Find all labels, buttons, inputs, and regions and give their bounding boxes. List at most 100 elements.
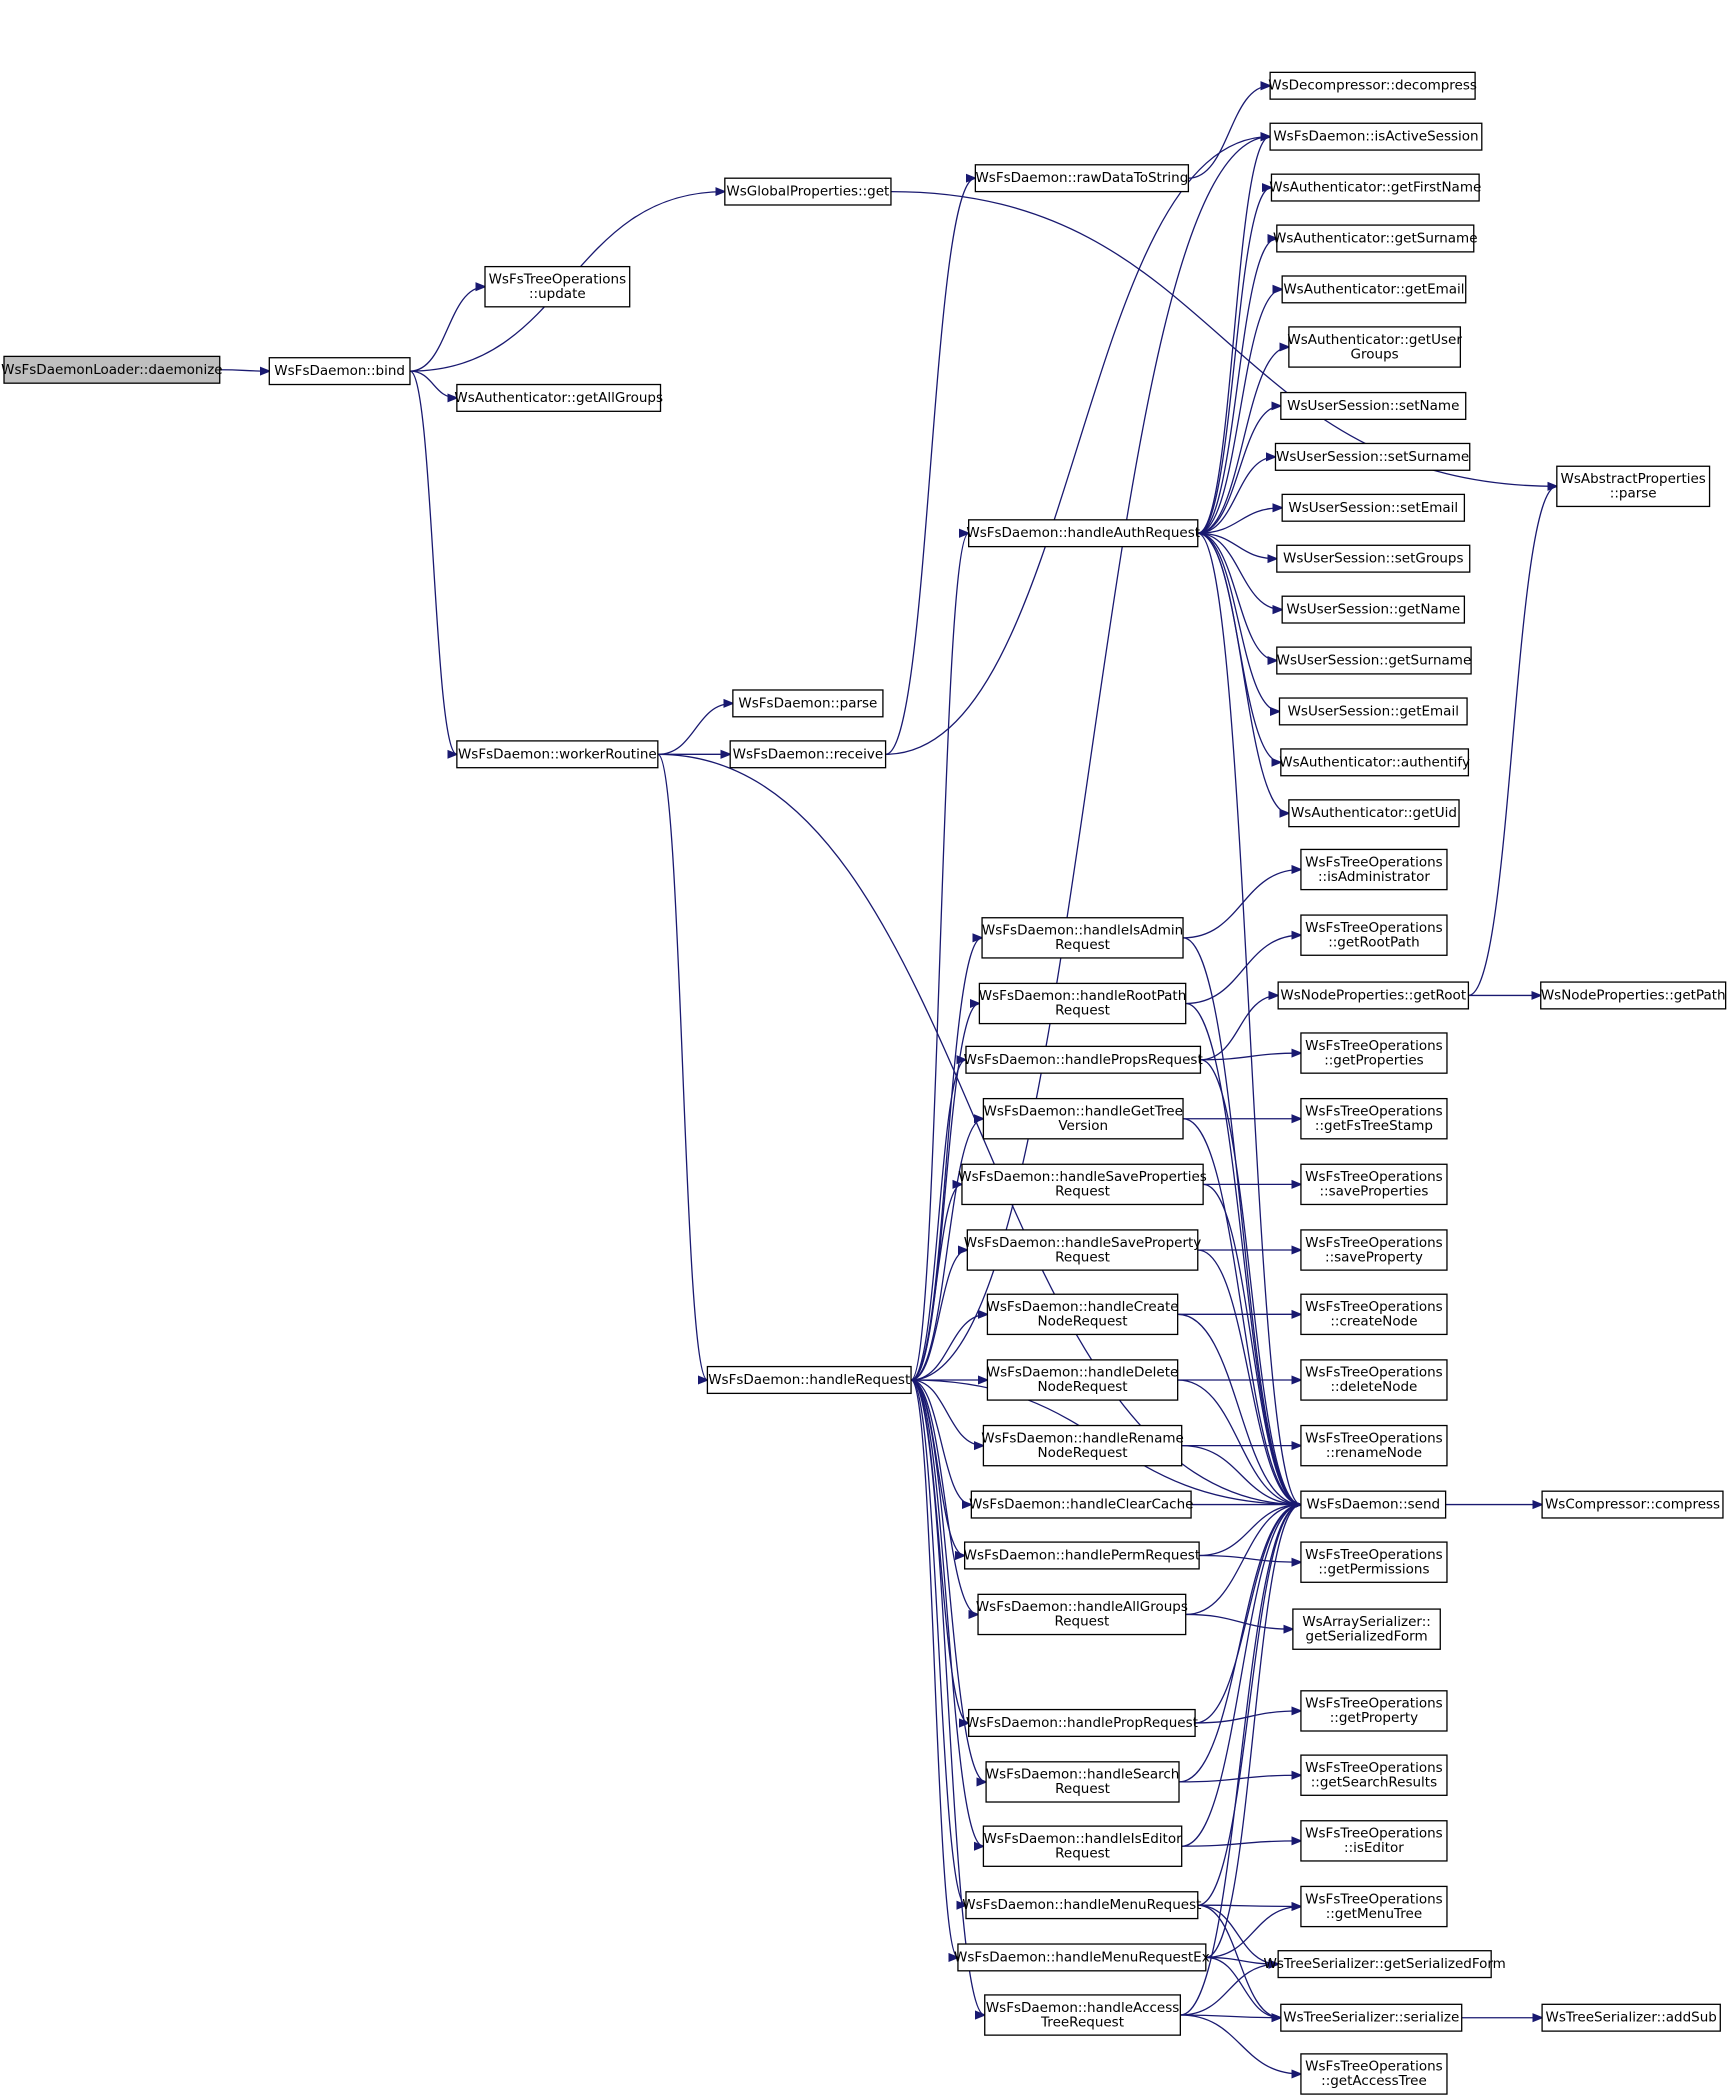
node-box[interactable] <box>1300 1163 1448 1206</box>
node-box[interactable] <box>1300 848 1448 891</box>
node-box[interactable] <box>1292 1608 1441 1650</box>
node-getAccessTree[interactable]: WsFsTreeOperations::getAccessTree <box>1300 2053 1448 2095</box>
node-box[interactable] <box>970 1490 1192 1519</box>
node-box[interactable] <box>706 1365 912 1395</box>
node-d_parse[interactable]: WsFsDaemon::parse <box>732 689 884 718</box>
node-box[interactable] <box>1288 799 1460 828</box>
node-box[interactable] <box>1300 1032 1448 1074</box>
node-isAdministrator[interactable]: WsFsTreeOperations::isAdministrator <box>1300 848 1448 891</box>
node-box[interactable] <box>1277 1950 1492 1979</box>
node-box[interactable] <box>1288 326 1462 368</box>
node-a_getEmail[interactable]: WsAuthenticator::getEmail <box>1281 275 1467 304</box>
node-box[interactable] <box>985 1761 1180 1803</box>
node-createNode[interactable]: WsFsTreeOperations::createNode <box>1300 1293 1448 1336</box>
node-handleMenuRequestEx[interactable]: WsFsDaemon::handleMenuRequestEx <box>954 1943 1210 1972</box>
node-box[interactable] <box>1270 173 1480 202</box>
node-box[interactable] <box>1269 71 1476 100</box>
node-us_getName[interactable]: WsUserSession::getName <box>1281 595 1466 624</box>
node-getUid[interactable]: WsAuthenticator::getUid <box>1288 799 1460 828</box>
node-box[interactable] <box>1541 2003 1721 2032</box>
node-getPermissions[interactable]: WsFsTreeOperations::getPermissions <box>1300 1541 1448 1583</box>
node-box[interactable] <box>1300 1293 1448 1336</box>
node-saveProperty[interactable]: WsFsTreeOperations::saveProperty <box>1300 1229 1448 1271</box>
node-daemonize[interactable]: WsFsDaemonLoader::daemonize <box>1 355 223 384</box>
node-addSub[interactable]: WsTreeSerializer::addSub <box>1541 2003 1721 2032</box>
node-box[interactable] <box>1300 1359 1448 1401</box>
node-tree_update[interactable]: WsFsTreeOperations::update <box>484 265 631 308</box>
node-box[interactable] <box>957 1943 1207 1972</box>
node-d_receive[interactable]: WsFsDaemon::receive <box>729 740 887 769</box>
node-box[interactable] <box>981 917 1184 959</box>
node-box[interactable] <box>968 1708 1196 1738</box>
node-gp_get[interactable]: WsGlobalProperties::get <box>724 177 892 206</box>
node-box[interactable] <box>724 177 892 206</box>
node-box[interactable] <box>1541 1490 1724 1519</box>
node-box[interactable] <box>968 519 1199 548</box>
node-box[interactable] <box>965 1045 1202 1074</box>
node-decompress[interactable]: WsDecompressor::decompress <box>1268 71 1477 100</box>
node-np_getRoot[interactable]: WsNodeProperties::getRoot <box>1277 981 1470 1010</box>
node-setSurname[interactable]: WsUserSession::setSurname <box>1274 442 1471 471</box>
node-abs_parse[interactable]: WsAbstractProperties::parse <box>1556 465 1711 508</box>
node-box[interactable] <box>982 1097 1184 1140</box>
node-box[interactable] <box>1277 981 1470 1010</box>
node-box[interactable] <box>1281 493 1466 522</box>
node-box[interactable] <box>1274 442 1471 471</box>
node-saveProperties[interactable]: WsFsTreeOperations::saveProperties <box>1300 1163 1448 1206</box>
node-box[interactable] <box>1300 1097 1448 1140</box>
node-getFirstName[interactable]: WsAuthenticator::getFirstName <box>1269 173 1481 202</box>
node-authentify[interactable]: WsAuthenticator::authentify <box>1279 748 1470 777</box>
node-box[interactable] <box>986 1359 1179 1401</box>
node-getFsTreeStamp[interactable]: WsFsTreeOperations::getFsTreeStamp <box>1300 1097 1448 1140</box>
node-getRootPath[interactable]: WsFsTreeOperations::getRootPath <box>1300 914 1448 956</box>
node-box[interactable] <box>1276 224 1475 253</box>
node-box[interactable] <box>1280 391 1467 421</box>
node-rawDataToString[interactable]: WsFsDaemon::rawDataToString <box>974 164 1190 193</box>
node-box[interactable] <box>978 982 1187 1025</box>
node-deleteNode[interactable]: WsFsTreeOperations::deleteNode <box>1300 1359 1448 1401</box>
node-setGroups[interactable]: WsUserSession::setGroups <box>1276 544 1471 573</box>
node-ts_getSerializedForm[interactable]: WsTreeSerializer::getSerializedForm <box>1263 1950 1506 1979</box>
node-box[interactable] <box>732 689 884 718</box>
node-box[interactable] <box>1300 1424 1448 1467</box>
node-box[interactable] <box>456 740 659 769</box>
node-box[interactable] <box>1280 748 1470 777</box>
node-box[interactable] <box>1276 544 1471 573</box>
node-box[interactable] <box>974 164 1190 193</box>
node-ts_serialize[interactable]: WsTreeSerializer::serialize <box>1280 2003 1463 2032</box>
node-handlePermRequest[interactable]: WsFsDaemon::handlePermRequest <box>964 1541 1201 1570</box>
node-bind[interactable]: WsFsDaemon::bind <box>268 357 411 386</box>
node-box[interactable] <box>1300 1490 1447 1519</box>
node-handleRequest[interactable]: WsFsDaemon::handleRequest <box>706 1365 912 1395</box>
node-box[interactable] <box>982 1825 1183 1867</box>
node-box[interactable] <box>1276 646 1472 675</box>
node-us_getEmail[interactable]: WsUserSession::getEmail <box>1278 697 1468 726</box>
node-box[interactable] <box>1300 1541 1448 1583</box>
node-box[interactable] <box>1300 1820 1448 1862</box>
node-box[interactable] <box>984 1994 1181 2036</box>
node-compress[interactable]: WsCompressor::compress <box>1541 1490 1724 1519</box>
node-box[interactable] <box>484 265 631 308</box>
node-box[interactable] <box>1281 275 1467 304</box>
node-isActiveSession[interactable]: WsFsDaemon::isActiveSession <box>1269 122 1483 151</box>
node-workerRoutine[interactable]: WsFsDaemon::workerRoutine <box>456 740 659 769</box>
node-box[interactable] <box>1280 2003 1463 2032</box>
node-setName[interactable]: WsUserSession::setName <box>1280 391 1467 421</box>
node-d_send[interactable]: WsFsDaemon::send <box>1300 1490 1447 1519</box>
node-box[interactable] <box>1556 465 1711 508</box>
node-setEmail[interactable]: WsUserSession::setEmail <box>1281 493 1466 522</box>
node-box[interactable] <box>729 740 887 769</box>
node-renameNode[interactable]: WsFsTreeOperations::renameNode <box>1300 1424 1448 1467</box>
node-box[interactable] <box>1300 1690 1448 1732</box>
node-box[interactable] <box>986 1293 1179 1336</box>
node-box[interactable] <box>268 357 411 386</box>
